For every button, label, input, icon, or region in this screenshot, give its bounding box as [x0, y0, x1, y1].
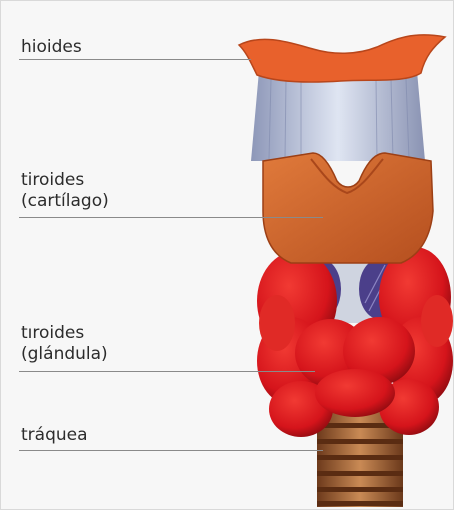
label-hyoid: hioides	[21, 37, 82, 58]
thyrohyoid-membrane	[251, 71, 425, 161]
label-thyroid-cartilage: tiroides (cartílago)	[21, 170, 109, 212]
label-thyroid-gland: tıroides (glándula)	[21, 323, 108, 365]
leader-line-thyroid-gland	[19, 371, 315, 372]
leader-line-trachea	[19, 450, 323, 451]
thyroid-cartilage	[263, 153, 433, 263]
label-trachea: tráquea	[21, 425, 88, 446]
hyoid-bone	[239, 35, 445, 82]
leader-line-thyroid-cartilage	[19, 217, 323, 218]
leader-line-hyoid	[19, 59, 251, 60]
